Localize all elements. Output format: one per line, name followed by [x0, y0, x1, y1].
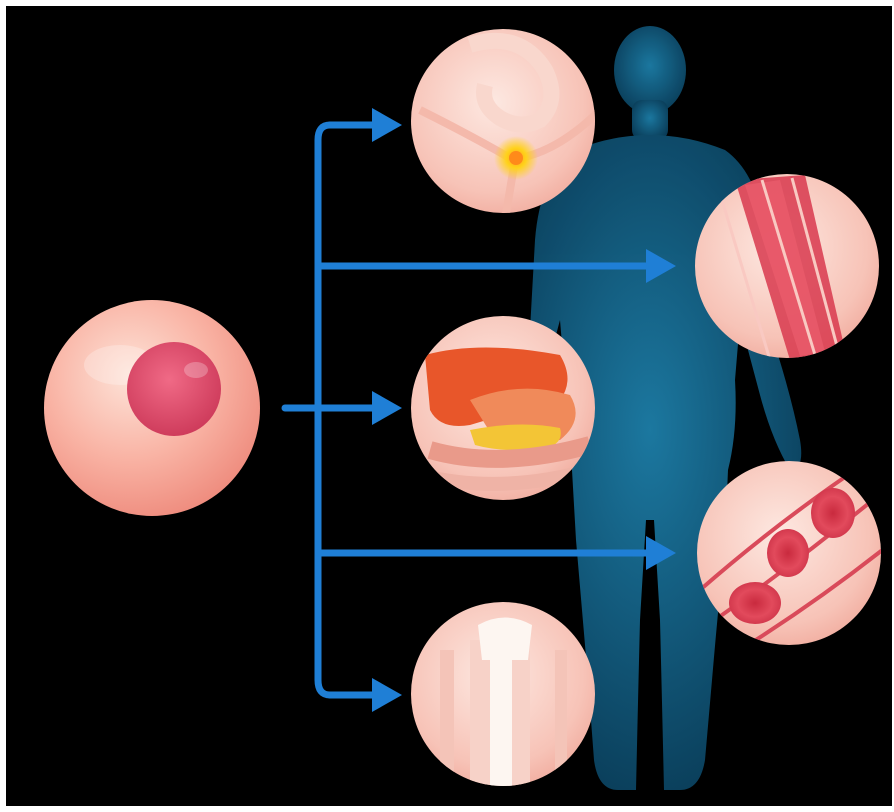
red-blood-cell [729, 582, 781, 624]
liver-pancreas-disk [411, 316, 595, 500]
red-blood-cell [767, 529, 809, 577]
nucleus [127, 342, 221, 436]
stem-cell [44, 300, 260, 516]
red-blood-cell [811, 488, 855, 538]
